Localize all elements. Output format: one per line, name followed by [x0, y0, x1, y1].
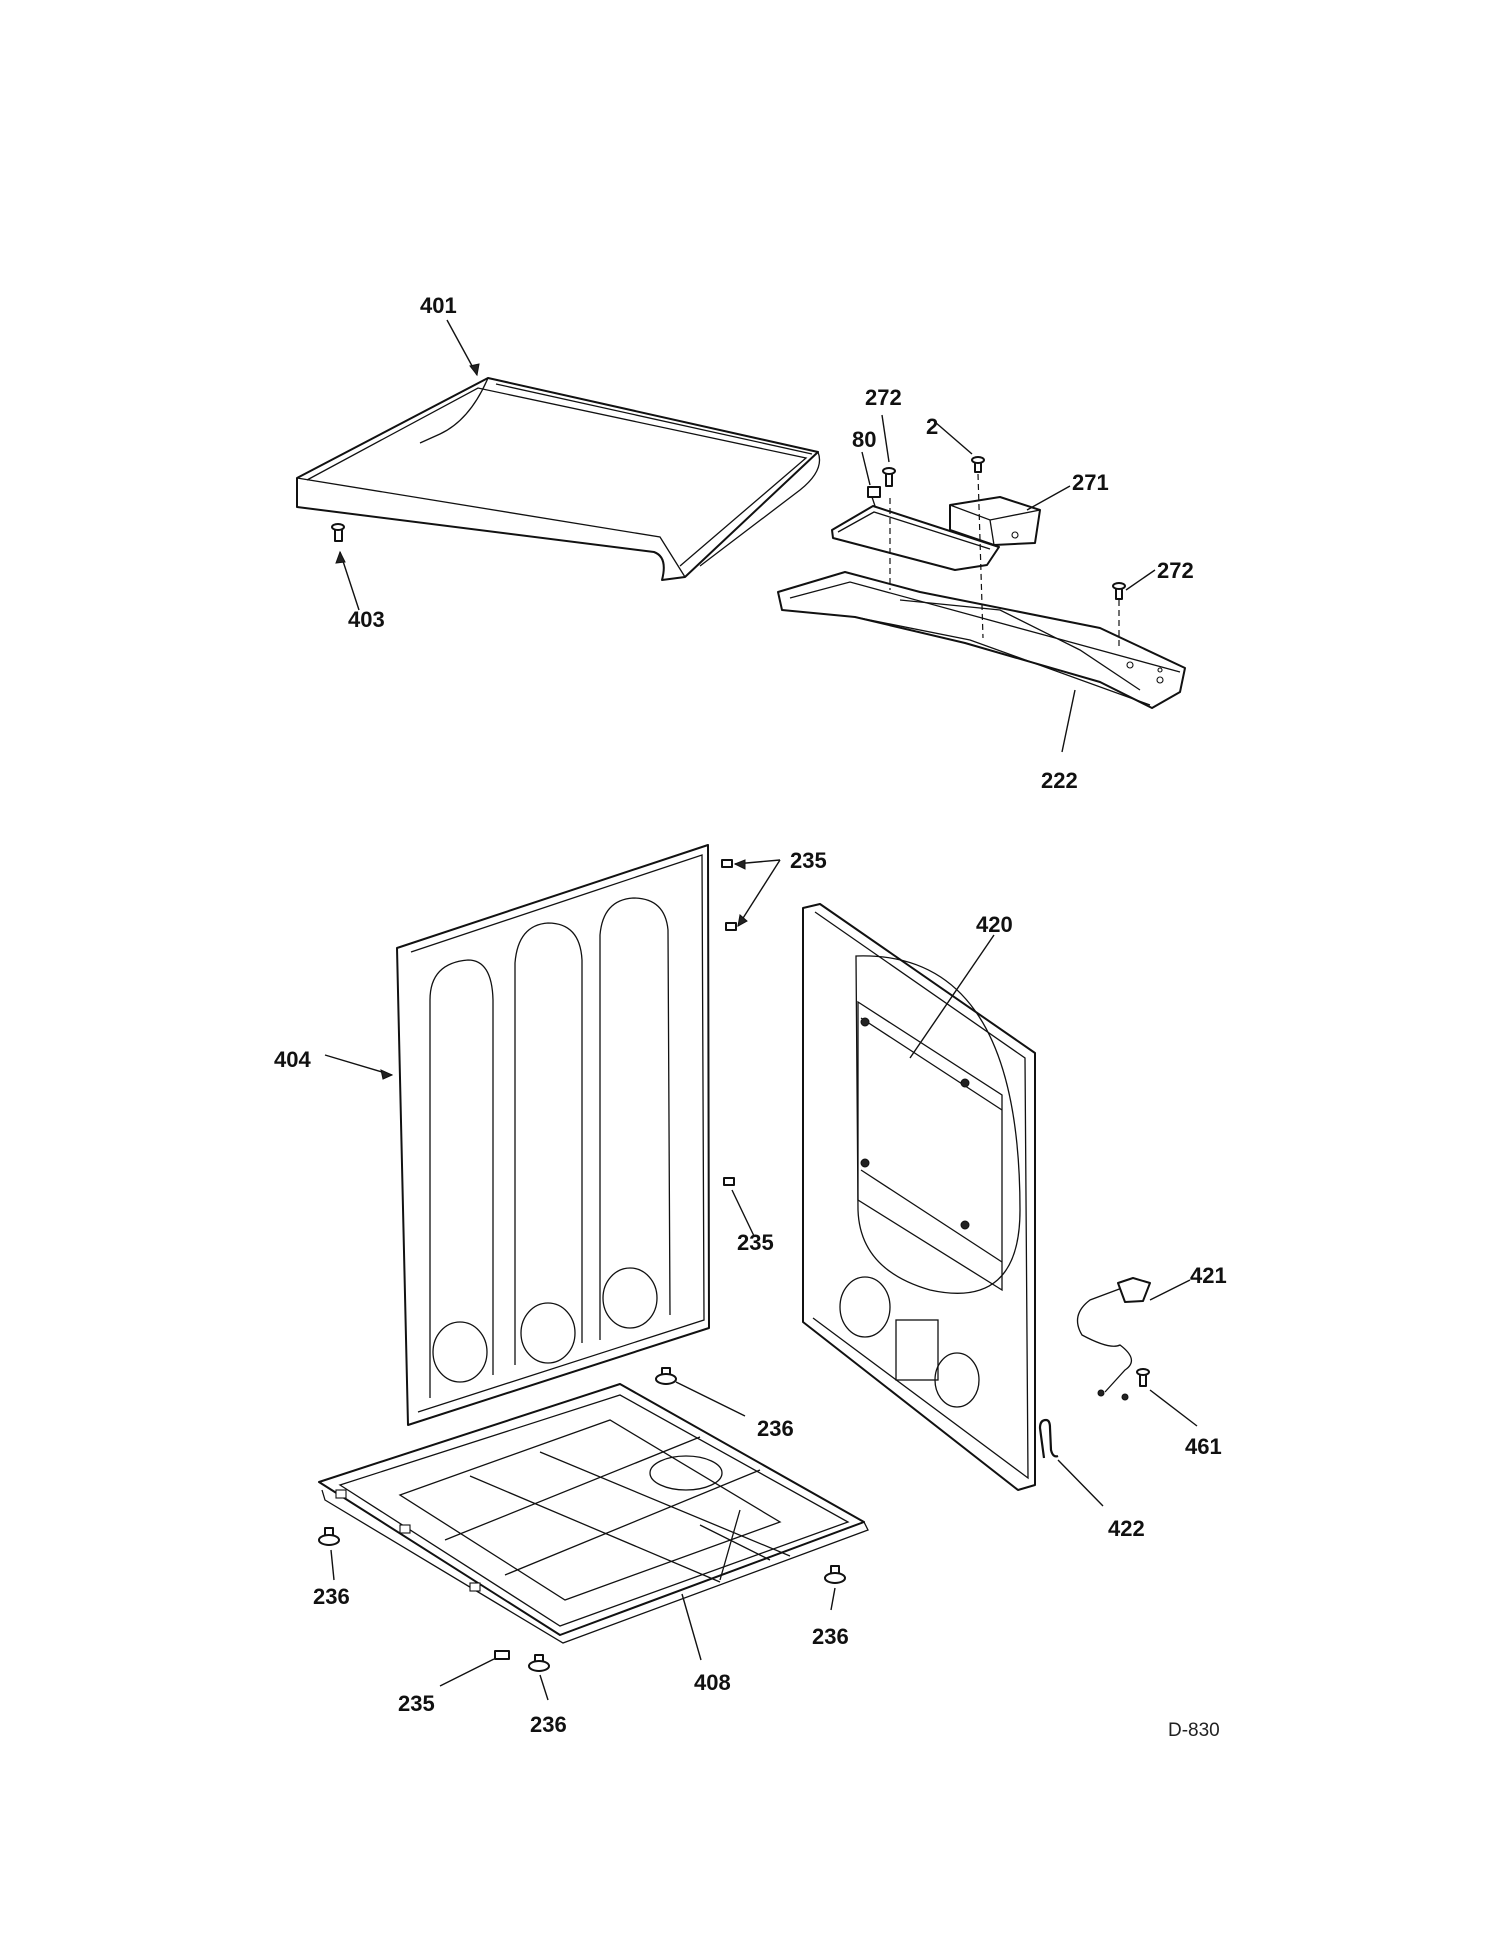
- leader-lines: [324, 319, 1198, 1701]
- part-422-hook: [1038, 1418, 1059, 1459]
- callout-235-upper: 235: [790, 848, 827, 873]
- callout-461: 461: [1185, 1434, 1222, 1459]
- part-236-foot-upper: [655, 1367, 677, 1385]
- callout-272-right: 272: [1157, 558, 1194, 583]
- callout-labels: 401 403 272 2 80 271 272 222 235 420 404…: [274, 293, 1227, 1741]
- callout-271: 271: [1072, 470, 1109, 495]
- callout-222: 222: [1041, 768, 1078, 793]
- part-cover-plate: [831, 505, 1000, 571]
- part-420-front-panel: [802, 903, 1036, 1491]
- assembly-line-2: [977, 473, 984, 639]
- part-401-top-panel: [296, 377, 821, 581]
- part-236-foot-right: [824, 1565, 846, 1584]
- part-235-stud-bottom: [494, 1650, 510, 1660]
- callout-408: 408: [694, 1670, 731, 1695]
- part-235-stud-lower: [723, 1177, 735, 1186]
- part-235-stud-middle: [725, 922, 737, 931]
- callout-403: 403: [348, 607, 385, 632]
- part-408-base-frame: [318, 1383, 869, 1644]
- part-461-screw: [1136, 1368, 1150, 1387]
- part-235-stud-upper: [721, 859, 733, 868]
- part-404-side-panel: [396, 844, 710, 1426]
- callout-236-upper: 236: [757, 1416, 794, 1441]
- part-421-power-cord: [1076, 1277, 1151, 1401]
- part-80-clip: [867, 486, 881, 507]
- part-236-foot-left: [318, 1527, 340, 1546]
- callout-236-bottom: 236: [530, 1712, 567, 1737]
- callout-236-left: 236: [313, 1584, 350, 1609]
- part-222-rail: [777, 571, 1186, 709]
- part-272-screw-right: [1112, 582, 1126, 600]
- callout-420: 420: [976, 912, 1013, 937]
- callout-272-upper: 272: [865, 385, 902, 410]
- part-236-foot-bottom: [528, 1654, 550, 1672]
- part-271-bracket: [949, 496, 1041, 546]
- callout-2: 2: [926, 414, 938, 439]
- callout-404: 404: [274, 1047, 311, 1072]
- diagram-reference-code: D-830: [1168, 1720, 1220, 1741]
- part-2-screw: [971, 456, 985, 473]
- callout-235-middle: 235: [737, 1230, 774, 1255]
- callout-401: 401: [420, 293, 457, 318]
- callout-422: 422: [1108, 1516, 1145, 1541]
- callout-80: 80: [852, 427, 876, 452]
- part-403-screw: [331, 523, 345, 542]
- callout-236-right: 236: [812, 1624, 849, 1649]
- part-272-screw-upper: [882, 467, 896, 487]
- callout-421: 421: [1190, 1263, 1227, 1288]
- leader-arrowheads: [335, 363, 748, 1080]
- callout-235-bottom: 235: [398, 1691, 435, 1716]
